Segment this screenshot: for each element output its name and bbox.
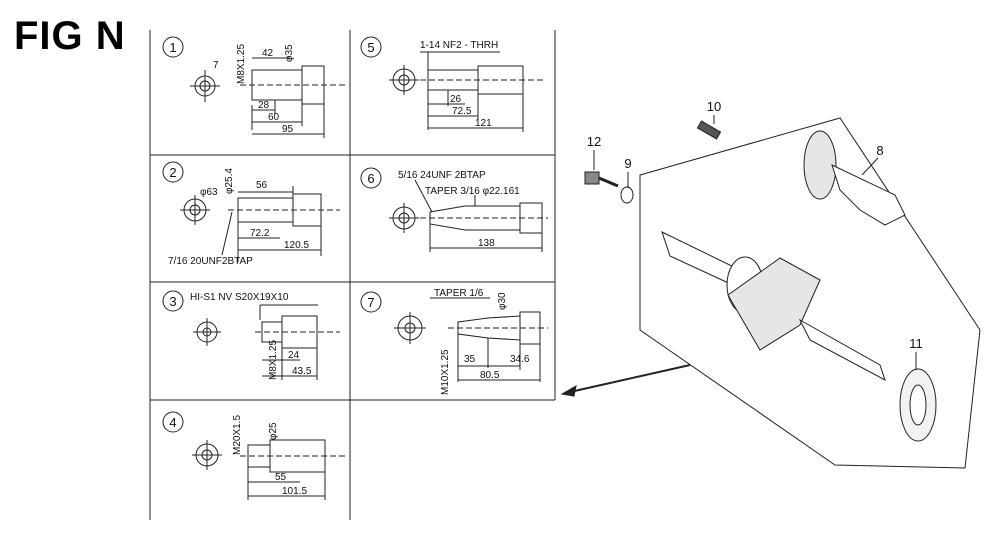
dim-label: 138 [478, 238, 495, 249]
panel-number-circle [360, 36, 382, 58]
taper-note: TAPER 3/16 φ22.161 [425, 186, 520, 197]
callout-9: 9 [624, 156, 631, 171]
dim-label: 95 [282, 124, 294, 135]
dim-label: 120.5 [284, 240, 309, 251]
panel-4: 4 M20X1.5 φ25 55 101.5 [162, 411, 345, 500]
panel-number: 6 [367, 171, 374, 186]
panel-3: 3 HI-S1 NV S20X19X10 M8X1.25 24 43.5 [162, 290, 340, 380]
dim-label: M8X1.25 [236, 44, 247, 84]
dim-label: 80.5 [480, 370, 500, 381]
callout-10: 10 [707, 99, 721, 114]
thread-note: 5/16 24UNF 2BTAP [398, 170, 486, 181]
panel-number: 3 [169, 294, 176, 309]
washer [620, 186, 634, 204]
dim-label: 72.5 [452, 106, 472, 117]
dim-label: 28 [258, 100, 270, 111]
panel-number: 5 [367, 40, 374, 55]
dim-label: 101.5 [282, 486, 307, 497]
dim-label: 35 [464, 354, 476, 365]
dim-label: 43.5 [292, 366, 312, 377]
reference-arrow [569, 364, 691, 393]
panel-number-circle [360, 291, 382, 313]
dim-label: 60 [268, 112, 280, 123]
callout-8: 8 [876, 143, 883, 158]
panel-5: 5 1-14 NF2 - THRH 26 72.5 121 [360, 36, 545, 132]
callout-11: 11 [909, 336, 923, 351]
crankshaft-assembly: 12 9 10 8 11 [560, 99, 981, 469]
bolt-head [584, 171, 600, 185]
dim-label: φ35 [284, 44, 295, 62]
dim-label: φ25.4 [224, 168, 235, 194]
camshaft-gear [803, 130, 837, 200]
camshaft [831, 164, 906, 226]
dim-label: φ25 [268, 422, 279, 440]
panel-number-circle [162, 161, 184, 183]
thread-note: 7/16 20UNF2BTAP [168, 256, 253, 267]
dim-label: φ30 [497, 292, 508, 310]
dim-label: φ63 [200, 187, 218, 198]
crank-web [727, 257, 821, 351]
dim-label: M8X1.25 [268, 340, 279, 380]
panel-number-circle [162, 290, 184, 312]
thread-note: 1-14 NF2 - THRH [420, 40, 498, 51]
panel-number-circle [360, 167, 382, 189]
panel-2: 2 φ63 φ25.4 56 72.2 120.5 7/16 20UNF2BTA… [162, 161, 340, 267]
panel-number: 4 [169, 415, 176, 430]
panel-6: 6 5/16 24UNF 2BTAP TAPER 3/16 φ22.161 13… [360, 167, 548, 252]
panel-number: 2 [169, 165, 176, 180]
dim-label: 24 [288, 350, 300, 361]
dim-label: 55 [275, 472, 287, 483]
taper-note: TAPER 1/6 [434, 288, 484, 299]
dim-label: 42 [262, 48, 274, 59]
panel-number: 7 [367, 295, 374, 310]
panel-7: 7 TAPER 1/6 φ30 M10X1.25 35 34.6 80.5 [360, 288, 548, 395]
panel-number-circle [162, 411, 184, 433]
panel-number: 1 [169, 40, 176, 55]
dim-label: 34.6 [510, 354, 530, 365]
dim-label: M10X1.25 [440, 349, 451, 395]
bearing-note: HI-S1 NV S20X19X10 [190, 292, 289, 303]
figure-title: FIG N [14, 14, 126, 58]
dim-label: 121 [475, 118, 492, 129]
panel-1: 1 7 42 M8X1.25 φ35 28 60 95 [162, 36, 345, 138]
dim-label: 7 [213, 60, 219, 71]
dim-label: 72.2 [250, 228, 270, 239]
panel-number-circle [162, 36, 184, 58]
dim-label: M20X1.5 [232, 415, 243, 455]
key-part [696, 120, 722, 140]
dim-label: 26 [450, 94, 462, 105]
assembly-frame [639, 117, 981, 469]
callout-12: 12 [587, 134, 601, 149]
dim-label: 56 [256, 180, 268, 191]
